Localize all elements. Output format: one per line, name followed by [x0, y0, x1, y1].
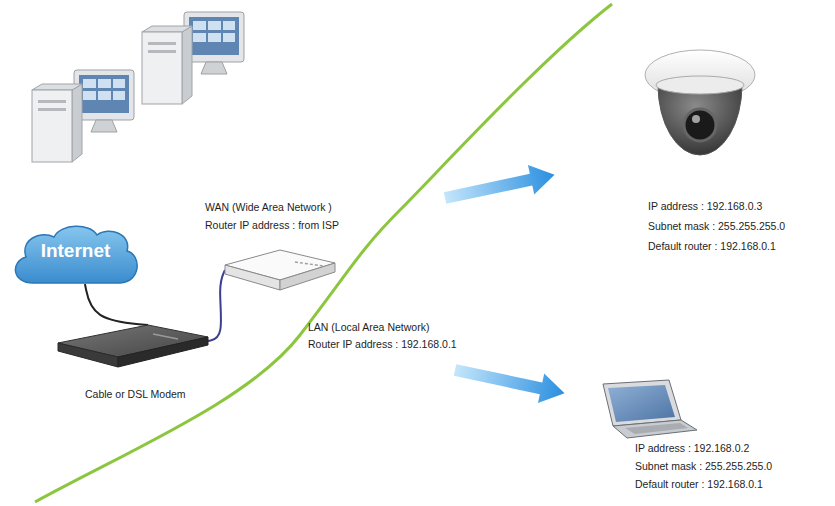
drive-slot: [148, 42, 176, 45]
screen-tile: [208, 33, 221, 42]
screen-tile: [113, 79, 125, 88]
modem-front: [58, 343, 118, 367]
monitor-frame: [74, 70, 134, 120]
laptop: IP address : 192.168.0.2Subnet mask : 25…: [585, 380, 805, 495]
cable-modem: Cable or DSL Modem: [58, 325, 208, 405]
device-caption: Cable or DSL Modem: [85, 388, 186, 401]
tower-front: [142, 32, 182, 104]
network-heading: LAN (Local Area Network): [308, 321, 429, 334]
screen-tile: [113, 91, 125, 100]
internet-cloud: Internet: [8, 220, 143, 284]
ip-camera-outline: [640, 40, 760, 170]
screen-tile: [83, 79, 96, 88]
monitor-stand: [91, 120, 117, 132]
cable-modem-outline: [58, 325, 208, 370]
screen-tile: [223, 21, 235, 30]
tower-side: [182, 26, 192, 104]
screen-tile: [98, 91, 111, 100]
cable-line: [85, 284, 148, 325]
screen-tile: [193, 33, 206, 42]
camera-rim: [656, 76, 744, 94]
screen-tile: [193, 21, 206, 30]
laptop-lid: [603, 380, 681, 426]
router: WAN (Wide Area Network )Router IP addres…: [225, 250, 335, 290]
screen-tile: [98, 79, 111, 88]
camera-lens: [684, 109, 716, 141]
ip-setting: Default router : 192.168.0.1: [635, 478, 763, 491]
drive-slot: [38, 100, 66, 103]
monitor-frame: [184, 12, 244, 62]
ip-camera: IP address : 192.168.0.3Subnet mask : 25…: [640, 40, 790, 255]
ip-setting: Default router : 192.168.0.1: [648, 240, 776, 253]
monitor-stand: [201, 62, 227, 74]
tower-top: [142, 26, 192, 32]
screen-tile: [83, 91, 96, 100]
tower-side: [72, 84, 82, 162]
address-note: Router IP address : from ISP: [205, 219, 339, 232]
network-heading: WAN (Wide Area Network ): [205, 201, 332, 214]
drive-slot: [148, 50, 176, 53]
tower-front: [32, 90, 72, 162]
modem-lights: [153, 334, 178, 339]
router-lights: [295, 262, 323, 266]
screen-tile: [208, 21, 221, 30]
router-side: [280, 263, 335, 290]
ip-setting: Subnet mask : 255.255.255.0: [635, 460, 772, 473]
tower-top: [32, 84, 82, 90]
address-note: Router IP address : 192.168.0.1: [308, 338, 457, 351]
cloud-label: Internet: [8, 240, 143, 262]
ip-setting: Subnet mask : 255.255.255.0: [648, 220, 785, 233]
flow-arrow: [452, 355, 568, 408]
desktop-computer: [32, 70, 134, 162]
flow-arrow: [442, 160, 558, 213]
laptop-outline: [585, 380, 700, 440]
router-front: [225, 265, 280, 290]
drive-slot: [38, 108, 66, 111]
laptop-keyboard: [625, 423, 688, 434]
cable-line: [208, 270, 225, 341]
router-outline: [225, 250, 335, 290]
desktop-computer: [142, 12, 244, 104]
laptop-base: [613, 420, 697, 438]
monitor-screen: [189, 17, 239, 55]
modem-side: [118, 337, 208, 367]
screen-tile: [223, 33, 235, 42]
lens-highlight: [692, 115, 700, 123]
camera-dome: [658, 85, 742, 155]
monitor-screen: [79, 75, 129, 113]
ip-setting: IP address : 192.168.0.3: [648, 200, 762, 213]
laptop-screen: [608, 385, 675, 422]
ip-setting: IP address : 192.168.0.2: [635, 442, 749, 455]
